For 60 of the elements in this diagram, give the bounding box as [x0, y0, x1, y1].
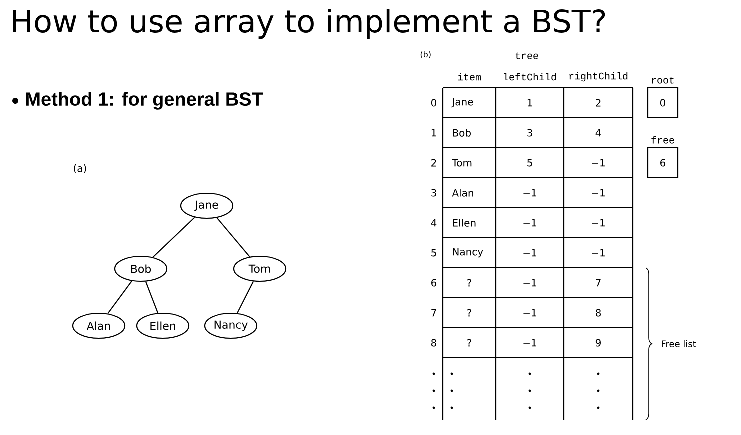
tree-node: Ellen: [136, 312, 190, 340]
column-header: item: [458, 73, 481, 81]
cell-value: 3: [528, 129, 532, 137]
tree-node: Bob: [114, 256, 168, 282]
row-index: 5: [432, 249, 436, 257]
tree-node: Tom: [233, 256, 287, 282]
row-index: 6: [432, 279, 437, 287]
item-name: ?: [468, 279, 472, 287]
tree-node: Alan: [72, 312, 126, 340]
node-label: free: [652, 136, 674, 144]
row-index: 0: [431, 99, 437, 107]
item-name: Alan: [452, 189, 474, 197]
cell-value: 8: [596, 309, 601, 317]
cell-value: 1: [528, 99, 532, 107]
row-index: 4: [431, 219, 437, 227]
column-header: leftChild: [504, 73, 556, 81]
cell-value: −1: [592, 219, 605, 227]
cell-value: 4: [596, 129, 602, 137]
bullet-point: Method 1: for general BST: [26, 92, 264, 110]
tree-edge: [236, 281, 254, 314]
table-title: tree: [516, 52, 538, 60]
item-name: Bob: [453, 129, 471, 137]
item-name: ?: [468, 309, 472, 317]
item-name: Tom: [452, 159, 472, 167]
cell-value: −1: [524, 279, 536, 287]
tree-edge: [216, 218, 250, 258]
cell-value: −1: [524, 309, 536, 317]
cell-value: 9: [596, 339, 601, 347]
panel-label: (a): [74, 164, 86, 174]
cell-value: −1: [592, 159, 605, 167]
cell-value: 2: [596, 99, 601, 107]
cell-value: −1: [524, 339, 536, 347]
item-name: ?: [468, 339, 472, 347]
cell-value: −1: [592, 249, 605, 257]
tree-node: Nancy: [204, 312, 258, 340]
cell-value: 7: [596, 279, 601, 287]
row-index: 7: [432, 309, 436, 317]
tree-edge: [108, 280, 132, 314]
variable-box: 6 free: [647, 136, 679, 179]
cell-value: −1: [524, 189, 536, 197]
item-name: Ellen: [453, 219, 476, 227]
tree-edge: [145, 282, 159, 314]
row-index: 8: [432, 339, 436, 347]
column-header: rightChild: [570, 72, 628, 82]
tree-edge: [152, 217, 196, 258]
cell-value: −1: [524, 219, 536, 227]
row-index: 2: [432, 159, 436, 167]
cell-value: −1: [592, 189, 605, 197]
panel-label: (b): [420, 51, 431, 59]
row-index: 3: [432, 189, 436, 197]
item-name: Nancy: [453, 248, 484, 258]
cell-value: 5: [528, 159, 532, 167]
variable-box: 0 root: [647, 77, 679, 119]
brace-label: Free list: [662, 340, 696, 348]
item-name: Jane: [452, 98, 474, 108]
tree-node: Jane: [180, 192, 234, 220]
row-index: 1: [432, 129, 436, 137]
node-label: root: [652, 77, 674, 84]
title: How to use array to implement a BST?: [13, 9, 606, 39]
cell-value: −1: [524, 249, 536, 257]
